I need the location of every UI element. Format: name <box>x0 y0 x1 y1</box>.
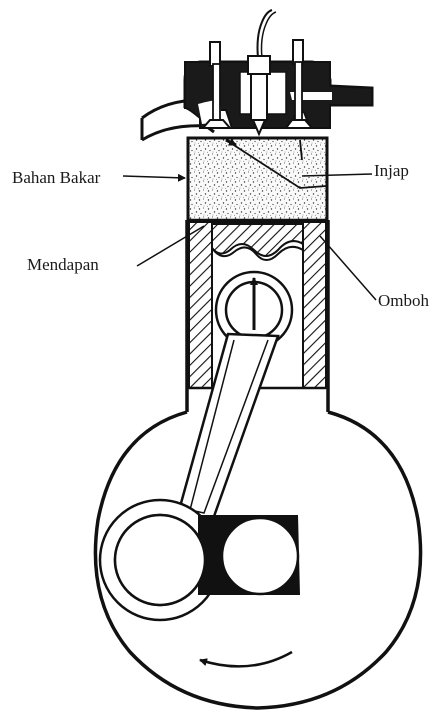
label-valve: Injap <box>374 162 409 179</box>
fuel-leader <box>123 176 185 178</box>
label-fuel: Bahan Bakar <box>12 169 100 186</box>
crankshaft <box>115 515 300 605</box>
label-deposit: Mendapan <box>27 256 99 273</box>
label-piston: Omboh <box>378 292 429 309</box>
fuel-mixture-chamber <box>188 138 327 222</box>
rotation-arrow <box>200 652 292 666</box>
